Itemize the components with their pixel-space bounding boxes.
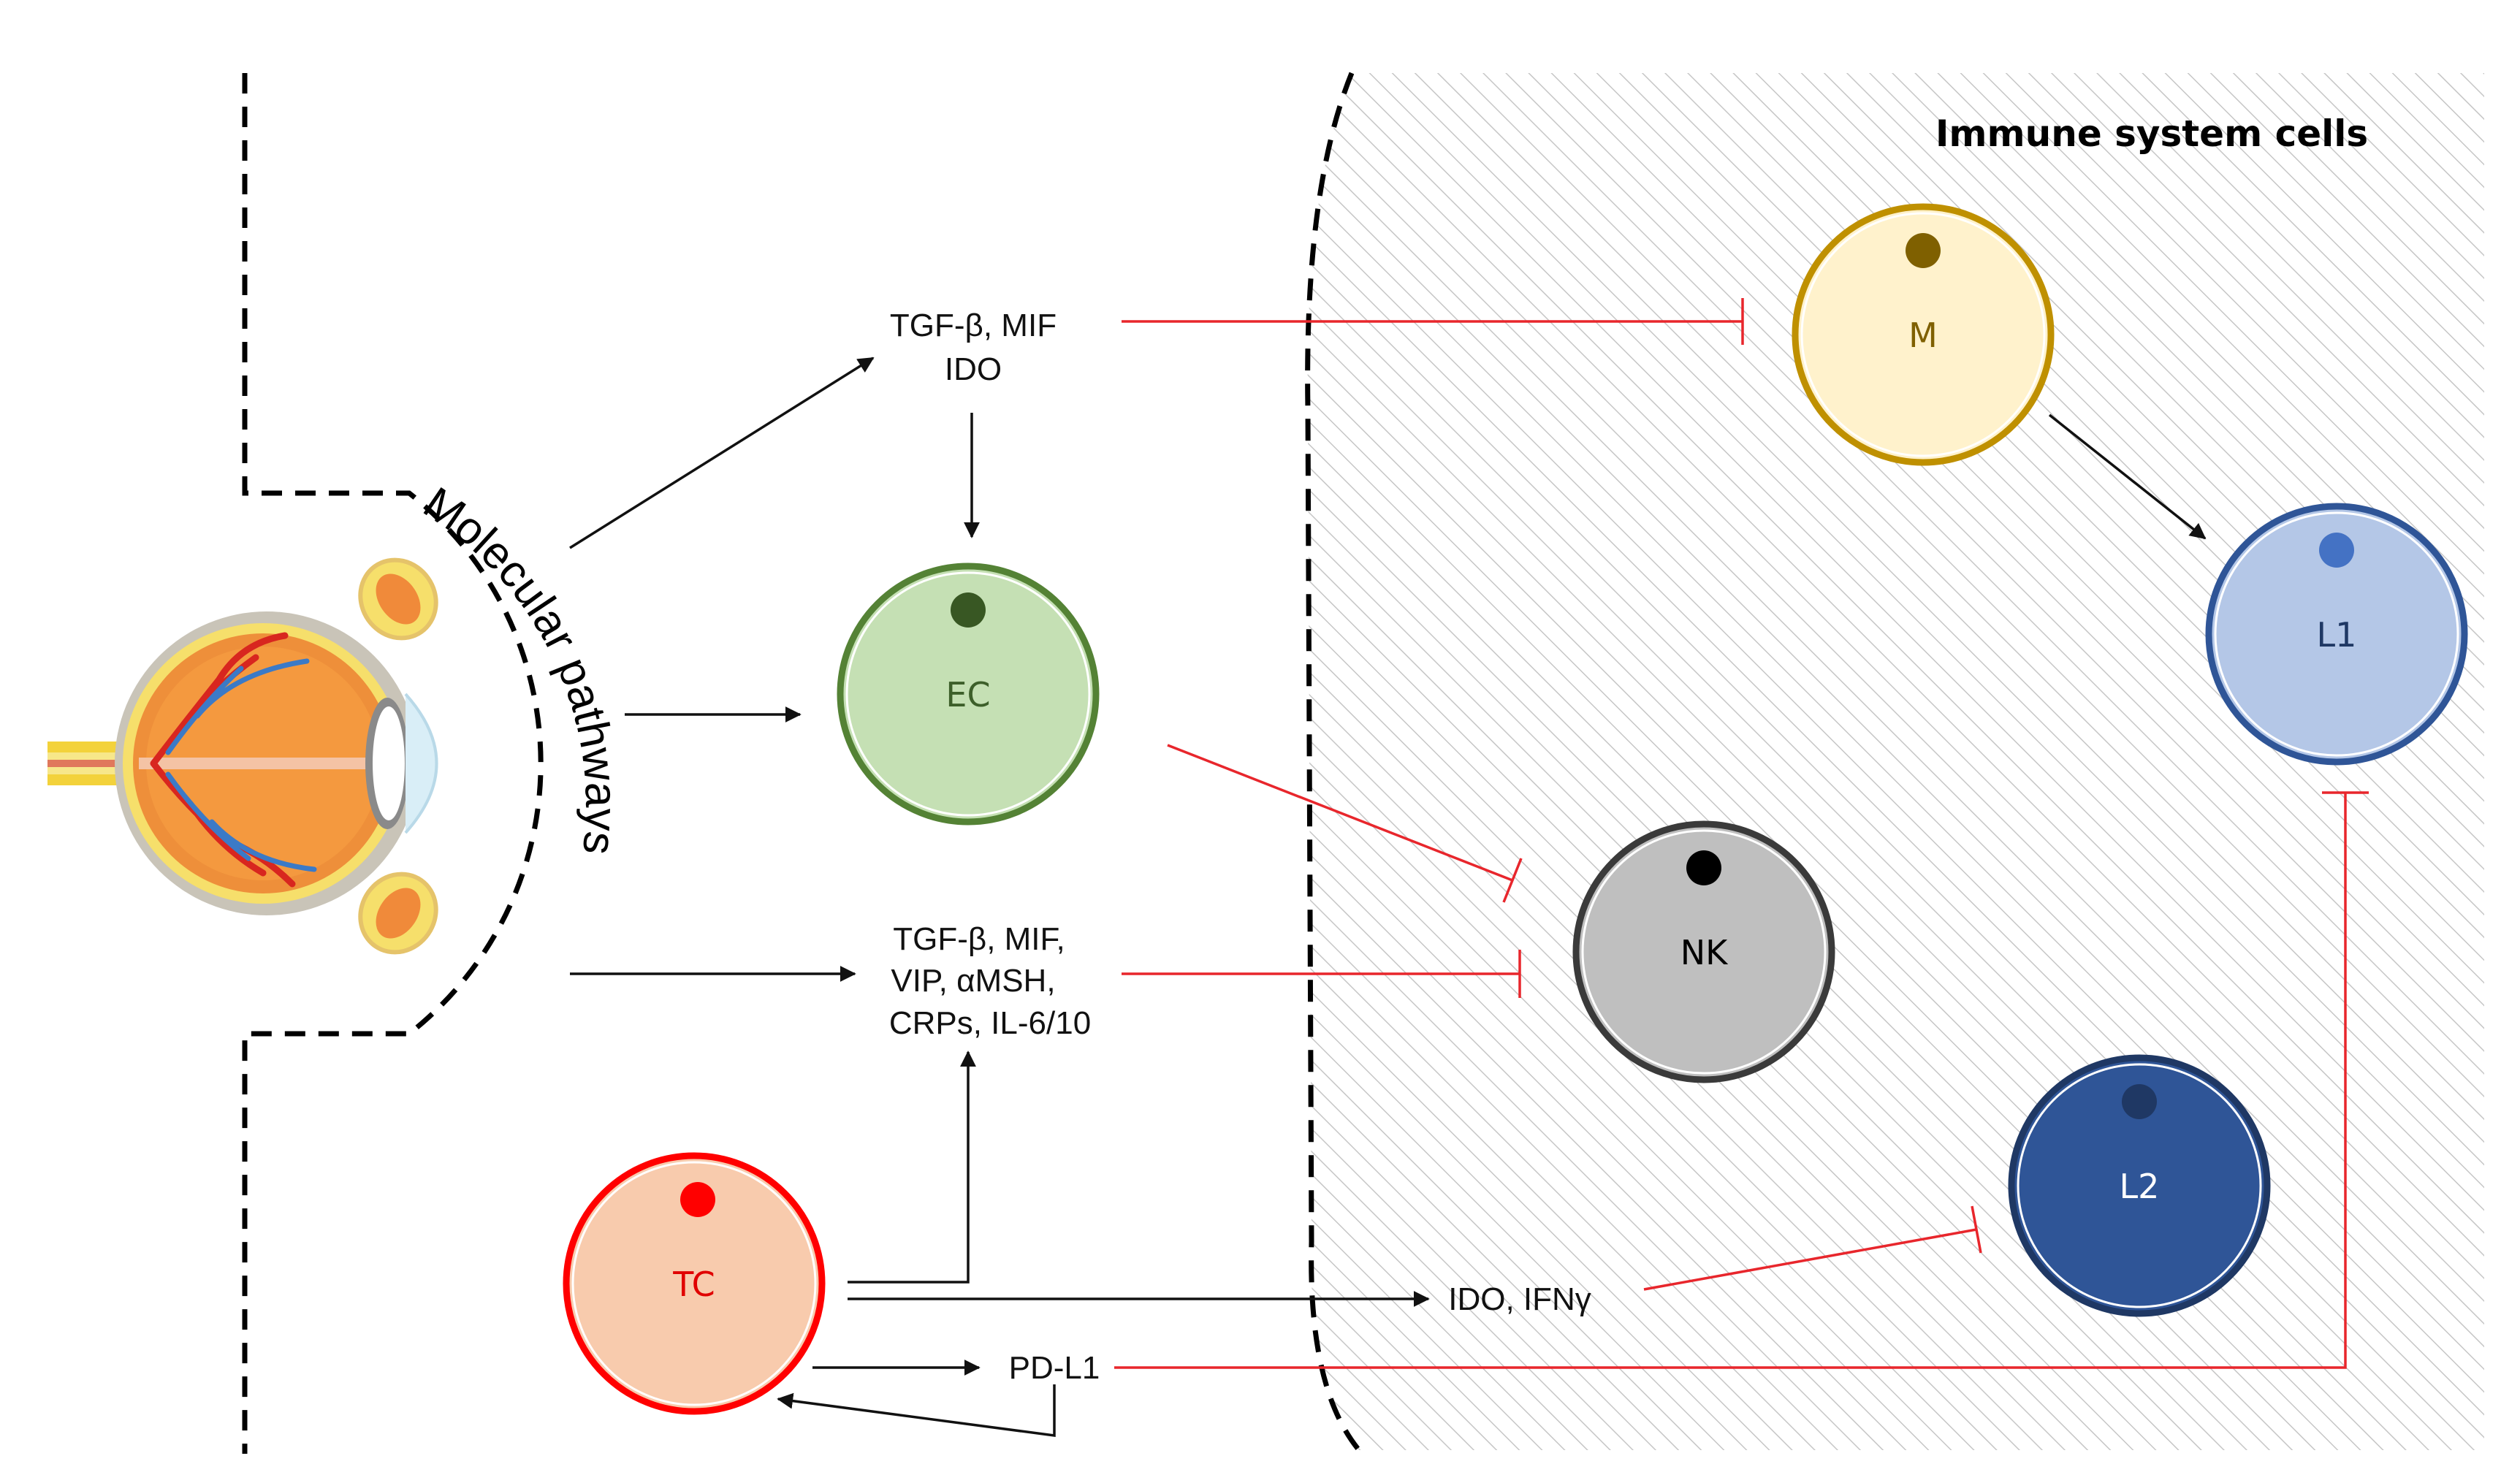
cell-l2-body	[2008, 1054, 2271, 1317]
title: Immune system cells	[1935, 113, 2368, 155]
cell-tc: TC	[563, 1152, 826, 1415]
cell-l1: L1	[2205, 503, 2468, 766]
inhibit-pdl1-l1	[1114, 793, 2347, 1369]
cell-l2: L2	[2008, 1054, 2271, 1317]
eye-illustration-icon	[47, 557, 438, 955]
immune-region-border	[1305, 72, 1361, 1452]
factor-labels: TGF-β, MIF IDO TGF-β, MIF, VIP, αMSH, CR…	[889, 308, 1591, 1386]
arrow-tc-to-mid-factors	[848, 1051, 976, 1284]
inhibit-ido-l2	[1643, 1228, 1977, 1291]
cell-ec-label: EC	[945, 675, 990, 714]
activation-arrows	[569, 357, 2207, 1437]
factor-mid-line2: VIP, αMSH,	[891, 963, 1055, 999]
arrow-pdl1-to-tc	[777, 1384, 1056, 1437]
factor-mid-line3: CRPs, IL-6/10	[889, 1005, 1091, 1041]
arrow-m-to-l1	[2048, 413, 2207, 540]
cell-ec-membrane	[845, 571, 1091, 817]
cell-l2-membrane	[2017, 1063, 2262, 1308]
cell-l1-nucleus	[2319, 533, 2354, 568]
factor-ido-ifn: IDO, IFNγ	[1448, 1281, 1591, 1317]
inhibit-ec-nk	[1167, 744, 1513, 882]
factor-top-line2: IDO	[945, 351, 1002, 387]
cell-l1-body	[2205, 503, 2468, 766]
tissue-boundary	[242, 73, 544, 1454]
inhibition-lines	[1114, 298, 2369, 1369]
cell-nk-label: NK	[1680, 933, 1729, 972]
cell-tc-body	[563, 1152, 826, 1415]
cell-l2-label: L2	[2120, 1167, 2160, 1206]
cell-l1-membrane	[2214, 511, 2459, 757]
cell-m-membrane	[1800, 212, 2046, 457]
cell-l2-nucleus	[2122, 1084, 2157, 1119]
cell-m-nucleus	[1906, 233, 1941, 268]
cell-nk-membrane	[1581, 829, 1827, 1075]
cell-m: M	[1792, 203, 2055, 466]
inhibit-ec-nk-bar	[1502, 858, 1523, 903]
cell-tc-membrane	[571, 1161, 817, 1406]
cell-m-body	[1792, 203, 2055, 466]
curved-label-text: Molecular pathways	[414, 478, 626, 857]
factor-top-line1: TGF-β, MIF	[890, 308, 1057, 343]
cell-tc-nucleus	[680, 1182, 715, 1217]
cell-l1-label: L1	[2317, 615, 2357, 655]
cell-ec: EC	[837, 563, 1100, 826]
inhibit-ido-l2-bar	[1971, 1205, 1982, 1254]
factor-mid-line1: TGF-β, MIF,	[893, 921, 1065, 957]
arrow-eye-to-top-factors	[569, 357, 875, 549]
cell-ec-nucleus	[951, 592, 986, 628]
cell-m-label: M	[1908, 316, 1938, 355]
cell-nk-nucleus	[1686, 850, 1721, 885]
cell-nk-body	[1572, 820, 1835, 1083]
cell-tc-label: TC	[672, 1265, 715, 1304]
cell-ec-body	[837, 563, 1100, 826]
curved-label: Molecular pathways	[414, 478, 626, 857]
factor-pdl1: PD-L1	[1009, 1350, 1100, 1386]
cell-nk: NK	[1572, 820, 1835, 1083]
